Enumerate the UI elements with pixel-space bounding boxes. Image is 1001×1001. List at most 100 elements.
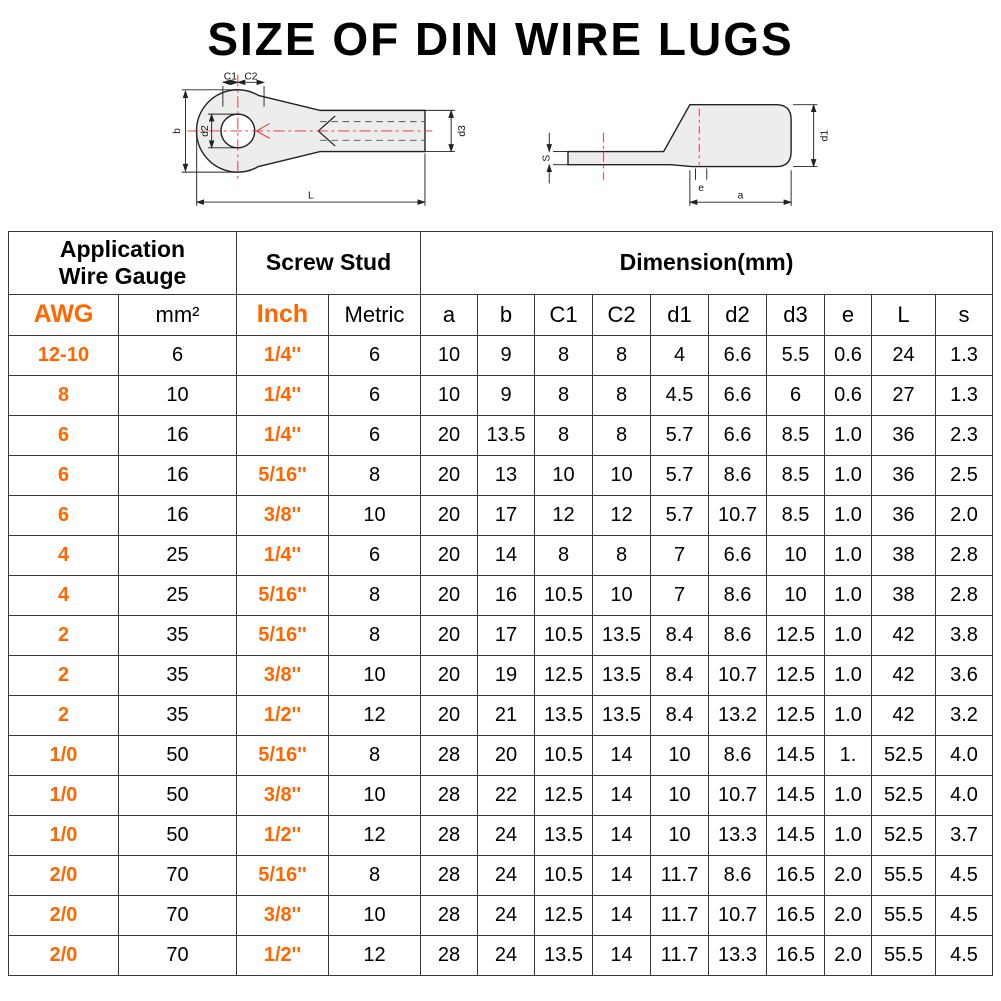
table-cell: 10 [650,814,709,856]
diagram-area: C1 C2 b d2 d3 L [0,67,1001,225]
table-cell: 6 [8,454,119,496]
table-cell: 55.5 [871,894,936,936]
col-header-c1: C1 [534,293,593,336]
table-cell: 1.0 [824,494,872,536]
table-cell: 2.8 [935,574,993,616]
table-cell: 1.0 [824,774,872,816]
table-cell: 42 [871,614,936,656]
table-cell: 35 [118,694,237,736]
red-arrow-icon [255,122,270,139]
table-cell: 8 [328,454,421,496]
table-cell: 10 [766,574,825,616]
table-cell: 6 [8,494,119,536]
table-cell: 6 [8,414,119,456]
table-cell: 2.0 [824,894,872,936]
table-cell: 3.2 [935,694,993,736]
table-cell: 11.7 [650,894,709,936]
dim-label-e: e [698,183,704,194]
table-cell: 14.5 [766,734,825,776]
table-cell: 25 [118,574,237,616]
table-cell: 1.0 [824,654,872,696]
table-cell: 10 [650,774,709,816]
column-header-row: AWG mm² Inch Metric a b C1 C2 d1 d2 d3 e… [8,293,993,336]
table-cell: 6 [766,374,825,416]
table-cell: 5.5 [766,334,825,376]
col-header-d3: d3 [766,293,825,336]
table-cell: 12-10 [8,334,119,376]
table-cell: 20 [420,694,478,736]
table-cell: 8.6 [708,454,767,496]
table-cell: 20 [420,614,478,656]
col-header-s: s [935,293,993,336]
table-cell: 1.3 [935,374,993,416]
table-cell: 8 [592,334,651,376]
table-cell: 12 [592,494,651,536]
table-cell: 6 [328,534,421,576]
table-cell: 13.5 [592,654,651,696]
dim-label-c2: C2 [244,71,257,82]
table-cell: 20 [420,574,478,616]
table-cell: 13.5 [592,694,651,736]
table-cell: 2.0 [935,494,993,536]
table-cell: 8 [328,574,421,616]
centerlines-red [603,108,700,180]
table-cell: 14 [592,934,651,976]
table-cell: 16.5 [766,934,825,976]
dim-label-s: S [541,154,552,161]
table-cell: 8 [534,534,593,576]
table-cell: 24 [477,854,535,896]
table-cell: 12.5 [534,654,593,696]
dimension-labels: S e a d1 [541,129,830,201]
table-cell: 19 [477,654,535,696]
dim-label-d2: d2 [200,125,211,137]
table-cell: 2 [8,654,119,696]
table-cell: 4.5 [935,854,993,896]
hidden-bore-lines [320,120,425,141]
table-cell: 27 [871,374,936,416]
group-header-screw-stud: Screw Stud [236,230,421,295]
table-cell: 42 [871,694,936,736]
table-cell: 1.0 [824,454,872,496]
table-cell: 13.5 [534,694,593,736]
table-cell: 13 [477,454,535,496]
table-cell: 1/4'' [236,334,329,376]
table-cell: 16.5 [766,854,825,896]
table-cell: 35 [118,614,237,656]
dim-label-c1: C1 [224,71,237,82]
table-cell: 4.5 [935,934,993,976]
table-cell: 50 [118,814,237,856]
table-cell: 5/16'' [236,454,329,496]
table-cell: 28 [420,814,478,856]
table-cell: 70 [118,934,237,976]
table-cell: 3/8'' [236,654,329,696]
table-cell: 16 [118,494,237,536]
col-header-l: L [871,293,936,336]
table-cell: 1/2'' [236,934,329,976]
table-cell: 5/16'' [236,574,329,616]
table-cell: 8.6 [708,574,767,616]
table-cell: 38 [871,574,936,616]
table-cell: 52.5 [871,814,936,856]
table-cell: 10 [420,334,478,376]
table-cell: 5.7 [650,494,709,536]
table-cell: 13.5 [534,814,593,856]
table-cell: 8.6 [708,614,767,656]
table-cell: 12.5 [534,774,593,816]
side-view-diagram: S e a d1 [541,103,831,206]
table-cell: 8.4 [650,654,709,696]
table-cell: 8.5 [766,454,825,496]
table-cell: 36 [871,414,936,456]
table-cell: 8 [8,374,119,416]
table-cell: 2/0 [8,854,119,896]
table-cell: 11.7 [650,854,709,896]
table-cell: 5/16'' [236,854,329,896]
table-cell: 11.7 [650,934,709,976]
